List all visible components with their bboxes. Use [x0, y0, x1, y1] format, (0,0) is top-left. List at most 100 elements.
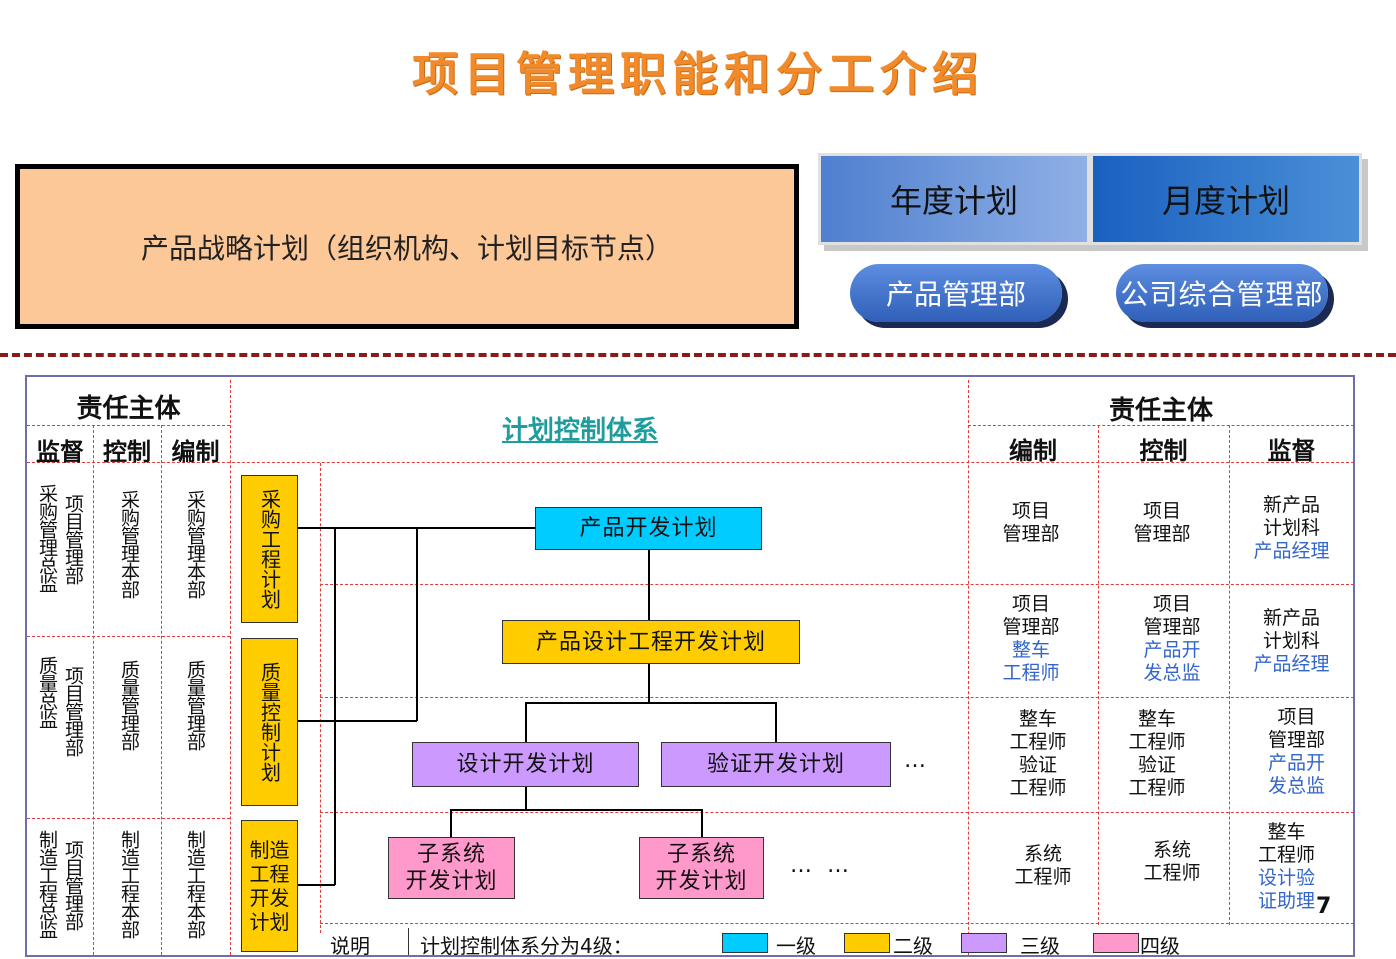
- cell-line: 发总监: [1143, 662, 1201, 684]
- cell-line: 产品开: [1143, 639, 1201, 661]
- monthly-plan-tab[interactable]: 月度计划: [1090, 153, 1362, 245]
- left-supervisor-cell: 质量总监: [36, 656, 58, 728]
- cell-line: 产品经理: [1253, 653, 1330, 675]
- left-control-cell: 质量管理部: [118, 660, 140, 750]
- left-compile-cell: 采购管理本部: [184, 490, 206, 598]
- legend-label: 说明: [330, 934, 370, 958]
- level1-product-dev-plan[interactable]: 产品开发计划: [535, 507, 762, 550]
- grid-line: [320, 923, 1354, 924]
- left-control-cell: 制造工程本部: [118, 830, 140, 938]
- cell-line: 项目: [1011, 593, 1050, 615]
- level3-verification-plan[interactable]: 验证开发计划: [661, 742, 891, 787]
- grid-line: [320, 812, 1354, 813]
- cell-line: 项目: [1142, 500, 1181, 522]
- right-compile-header: 编制: [1009, 437, 1057, 465]
- manufacturing-plan-box: 制造工程开发计划: [241, 820, 298, 952]
- node-label-line: 子系统: [666, 842, 736, 867]
- connector-line: [416, 527, 418, 721]
- level3-design-dev-plan[interactable]: 设计开发计划: [412, 742, 639, 787]
- left-control-header: 控制: [103, 438, 151, 466]
- grid-line: [320, 697, 1354, 698]
- procurement-plan-label: 采购工程计划: [257, 489, 282, 609]
- cell-line: 系统: [1152, 839, 1191, 861]
- right-compile-cell: 系统 工程师: [980, 843, 1106, 889]
- connector-line: [334, 527, 336, 885]
- level4-subsystem-plan-a[interactable]: 子系统 开发计划: [388, 837, 515, 899]
- grid-line: [1229, 425, 1230, 925]
- cell-line: 新产品: [1262, 494, 1320, 516]
- connector-line: [450, 809, 702, 811]
- cell-line: 工程师: [1014, 866, 1072, 888]
- legend-swatch-level3: [961, 933, 1007, 953]
- cell-line: 管理部: [1267, 729, 1325, 751]
- cell-line: 整车: [1011, 639, 1050, 661]
- legend-level1-label: 一级: [776, 934, 816, 958]
- connector-line: [450, 809, 452, 837]
- right-control-cell: 项目 管理部 产品开 发总监: [1108, 593, 1236, 685]
- general-management-dept-button[interactable]: 公司综合管理部: [1116, 264, 1328, 322]
- node-label-line: 开发计划: [655, 869, 748, 894]
- grid-line: [27, 636, 230, 637]
- right-control-cell: 整车 工程师 验证 工程师: [1093, 708, 1221, 800]
- grid-line: [27, 425, 230, 426]
- cell-line: 项目: [1277, 706, 1316, 728]
- grid-line: [320, 584, 1354, 585]
- product-management-dept-button[interactable]: 产品管理部: [850, 264, 1062, 322]
- strategy-plan-box: 产品战略计划（组织机构、计划目标节点）: [15, 164, 799, 329]
- level2-design-eng-plan[interactable]: 产品设计工程开发计划: [502, 620, 800, 664]
- left-supervisor-cell: 项目管理部: [62, 494, 84, 584]
- cell-line: 整车: [1267, 821, 1306, 843]
- right-supervise-cell: 整车 工程师 设计验 证助理: [1224, 821, 1349, 913]
- legend-swatch-level4: [1093, 933, 1139, 953]
- cell-line: 工程师: [1128, 731, 1186, 753]
- connector-line: [701, 809, 703, 837]
- cell-line: 产品开: [1267, 752, 1325, 774]
- cell-line: 验证: [1018, 754, 1057, 776]
- grid-line: [27, 462, 1354, 463]
- left-supervisor-cell: 采购管理总监: [36, 484, 58, 592]
- cell-line: 管理部: [1133, 523, 1191, 545]
- legend-swatch-level1: [722, 933, 768, 953]
- cell-line: 验证: [1137, 754, 1176, 776]
- connector-line: [525, 787, 527, 810]
- legend-divider: [408, 928, 409, 955]
- left-responsibility-header: 责任主体: [76, 394, 181, 424]
- cell-line: 计划科: [1262, 517, 1320, 539]
- cell-line: 证助理: [1257, 890, 1315, 912]
- section-divider: [0, 353, 1396, 357]
- node-label-line: 开发计划: [405, 869, 498, 894]
- cell-line: 项目: [1011, 500, 1050, 522]
- grid-line: [968, 380, 969, 955]
- right-supervise-cell: 新产品 计划科 产品经理: [1229, 607, 1354, 676]
- cell-line: 产品经理: [1253, 540, 1330, 562]
- control-system-frame: [25, 375, 1355, 957]
- left-supervisor-cell: 项目管理部: [62, 840, 84, 930]
- cell-line: 管理部: [1002, 523, 1060, 545]
- cell-line: 项目: [1152, 593, 1191, 615]
- right-responsibility-header: 责任主体: [1108, 396, 1213, 426]
- control-system-title[interactable]: 计划控制体系: [501, 416, 658, 446]
- right-control-header: 控制: [1139, 437, 1188, 465]
- cell-line: 管理部: [1143, 616, 1201, 638]
- annual-plan-tab[interactable]: 年度计划: [818, 153, 1090, 245]
- grid-line: [230, 380, 231, 955]
- left-control-cell: 采购管理本部: [118, 490, 140, 598]
- cell-line: 工程师: [1128, 777, 1186, 799]
- cell-line: 发总监: [1267, 775, 1325, 797]
- connector-line: [298, 884, 335, 886]
- right-control-cell: 项目 管理部: [1098, 500, 1226, 546]
- node-label-line: 子系统: [416, 842, 486, 867]
- right-control-cell: 系统 工程师: [1108, 839, 1236, 885]
- left-compile-header: 编制: [171, 438, 220, 466]
- level4-subsystem-plan-b[interactable]: 子系统 开发计划: [639, 837, 764, 899]
- cell-line: 工程师: [1009, 731, 1067, 753]
- cell-line: 工程师: [1009, 777, 1067, 799]
- right-supervise-header: 监督: [1267, 437, 1316, 465]
- right-supervise-cell: 新产品 计划科 产品经理: [1229, 494, 1354, 563]
- quality-plan-box: 质量控制计划: [241, 638, 298, 806]
- left-compile-cell: 质量管理部: [184, 660, 206, 750]
- right-compile-cell: 项目 管理部 整车 工程师: [968, 593, 1094, 685]
- connector-line: [525, 702, 527, 742]
- legend-level2-label: 二级: [893, 934, 933, 958]
- left-supervisor-cell: 项目管理部: [62, 666, 84, 756]
